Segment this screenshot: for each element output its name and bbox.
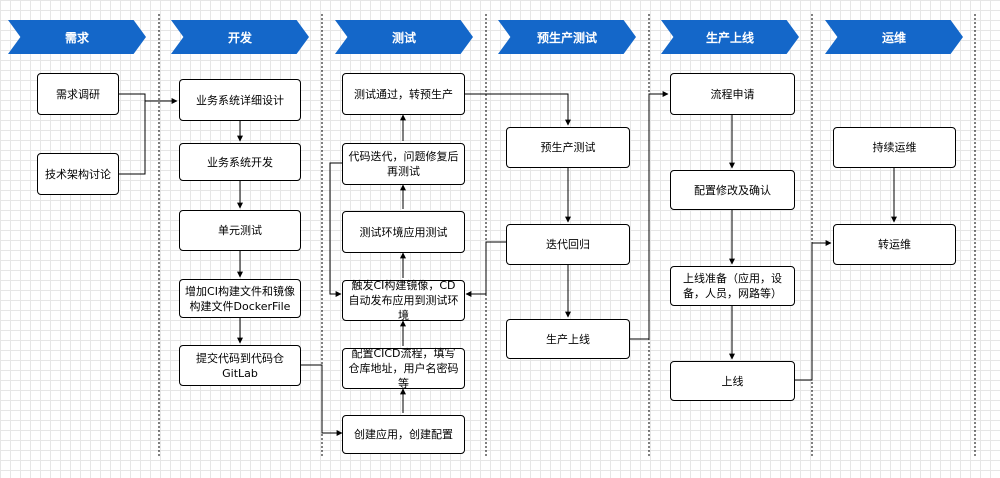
- node-iteration-regression: 迭代回归: [506, 224, 630, 265]
- node-add-ci-files: 增加CI构建文件和镜像构建文件DockerFile: [179, 279, 301, 318]
- node-unit-test: 单元测试: [179, 210, 301, 251]
- node-biz-development: 业务系统开发: [179, 143, 301, 181]
- node-tech-architecture: 技术架构讨论: [37, 153, 119, 195]
- node-submit-code: 提交代码到代码仓GitLab: [179, 345, 301, 386]
- node-transfer-ops: 转运维: [833, 224, 956, 265]
- node-trigger-ci: 触发CI构建镜像，CD自动发布应用到测试环境: [342, 279, 465, 322]
- phase-testing: 测试: [335, 20, 473, 54]
- node-test-passed: 测试通过，转预生产: [342, 73, 465, 115]
- node-preprod-test: 预生产测试: [506, 127, 630, 168]
- node-launch-preparation: 上线准备（应用，设备，人员，网路等）: [670, 266, 795, 306]
- node-config-confirm: 配置修改及确认: [670, 170, 795, 210]
- node-create-app: 创建应用，创建配置: [342, 415, 465, 454]
- phase-requirements: 需求: [8, 20, 146, 54]
- node-go-live: 上线: [670, 361, 795, 401]
- phase-production: 生产上线: [661, 20, 799, 54]
- node-biz-detailed-design: 业务系统详细设计: [179, 79, 301, 121]
- node-env-test: 测试环境应用测试: [342, 211, 465, 253]
- node-continuous-ops: 持续运维: [833, 127, 956, 168]
- node-process-apply: 流程申请: [670, 73, 795, 115]
- node-code-iteration: 代码迭代，问题修复后再测试: [342, 143, 465, 185]
- node-config-cicd: 配置CICD流程，填写仓库地址，用户名密码等: [342, 347, 465, 390]
- node-production-launch: 生产上线: [506, 319, 630, 359]
- phase-operations: 运维: [825, 20, 963, 54]
- phase-preprod-test: 预生产测试: [498, 20, 636, 54]
- phase-development: 开发: [171, 20, 309, 54]
- node-requirement-research: 需求调研: [37, 73, 119, 115]
